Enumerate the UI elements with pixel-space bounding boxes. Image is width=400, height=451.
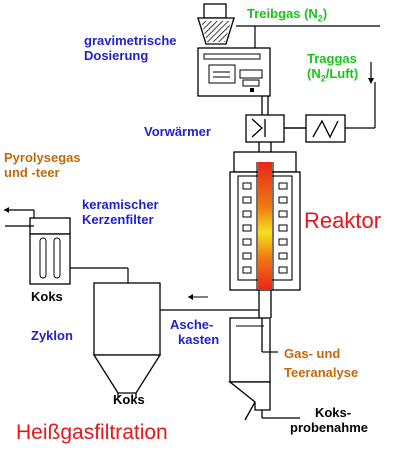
ash-box [228, 317, 300, 421]
pyrolyse-line-1: Pyrolysegas [4, 150, 81, 165]
heating-coils [242, 182, 288, 274]
kerzenfilter-line-1: keramischer [82, 197, 159, 212]
heissgasfiltration-label: Heißgasfiltration [16, 421, 168, 444]
feeder-hopper [197, 3, 235, 45]
treibgas-label-end: ) [322, 6, 328, 21]
koks-zyklon-label: Koks [113, 392, 145, 407]
aschekasten-line-1: Asche- [170, 317, 214, 332]
dosing-unit [197, 25, 271, 97]
vorwaermer-label: Vorwärmer [144, 124, 211, 139]
traggas-line-2: (N2/Luft) [307, 66, 358, 84]
candle-filter [4, 207, 71, 285]
pyrolyse-label: Pyrolysegas und -teer [4, 150, 81, 181]
traggas-line [345, 62, 376, 129]
koks-filter-label: Koks [31, 289, 63, 304]
traggas-label: Traggas (N2/Luft) [307, 51, 358, 85]
dosierung-line-1: gravimetrische [84, 33, 177, 48]
treibgas-label: Treibgas (N2) [247, 6, 327, 24]
aschekasten-line-2: kasten [178, 332, 220, 348]
zyklon-label: Zyklon [31, 328, 73, 343]
kerzenfilter-label: keramischer Kerzenfilter [82, 197, 159, 228]
cyclone [57, 262, 162, 398]
dosierung-label: gravimetrische Dosierung [84, 33, 177, 64]
reaktor-label: Reaktor [304, 208, 382, 233]
treibgas-label-text: Treibgas (N [247, 6, 318, 21]
reactor-outlet [258, 290, 272, 318]
koksprobenahme-line-2: probenahme [290, 420, 369, 436]
kerzenfilter-line-2: Kerzenfilter [82, 212, 154, 228]
pyrolyse-line-2: und -teer [4, 165, 60, 181]
traggas-line-2-post: /Luft) [325, 66, 359, 82]
gasanalyse-line-1: Gas- und [284, 346, 341, 361]
treibgas-label-sub: 2 [317, 13, 323, 24]
feed-pipe [261, 96, 269, 115]
koksprobenahme-line-1: Koks- [314, 405, 352, 420]
aschekasten-label: Asche- kasten [170, 317, 219, 348]
reactor-vessel [229, 142, 301, 291]
koksprobenahme-label: Koks- probenahme [290, 405, 368, 436]
preheater [245, 114, 346, 143]
gasanalyse-label: Gas- und Teeranalyse [284, 346, 358, 381]
dosierung-line-2: Dosierung [84, 48, 149, 64]
gasanalyse-line-2: Teeranalyse [284, 365, 359, 381]
traggas-line-1: Traggas [307, 51, 357, 66]
traggas-line-2-pre: (N [307, 66, 321, 82]
traggas-line-2-sub: 2 [320, 73, 326, 84]
